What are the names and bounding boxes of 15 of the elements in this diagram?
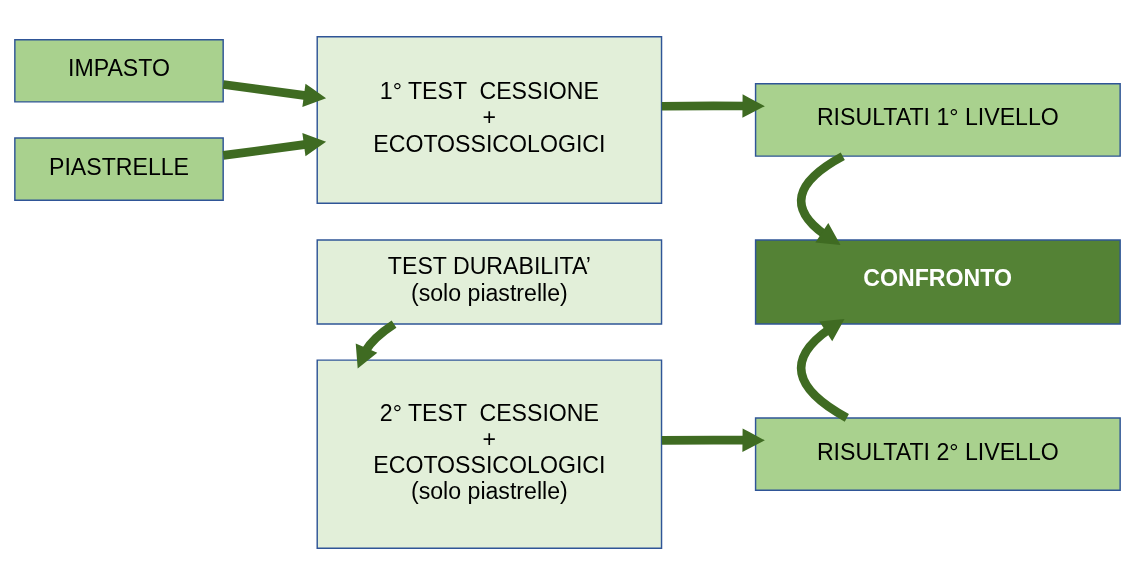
arrow (222, 80, 327, 107)
node-box: CONFRONTO (754, 239, 1121, 325)
arrow (796, 152, 845, 246)
node-box: 2° TEST CESSIONE + ECOTOSSICOLOGICI (solo piastrelle) (316, 359, 663, 549)
node-box: 1° TEST CESSIONE + ECOTOSSICOLOGICI (316, 36, 663, 204)
arrow (797, 319, 850, 422)
arrow (661, 428, 765, 452)
arrow (355, 320, 397, 369)
node-box: PIASTRELLE (14, 137, 224, 201)
node-box: RISULTATI 2° LIVELLO (754, 417, 1121, 492)
arrow (661, 94, 765, 118)
node-box: TEST DURABILITA’ (solo piastrelle) (316, 239, 663, 325)
arrow (222, 133, 327, 160)
node-box: IMPASTO (14, 38, 224, 103)
node-box: RISULTATI 1° LIVELLO (754, 83, 1121, 157)
